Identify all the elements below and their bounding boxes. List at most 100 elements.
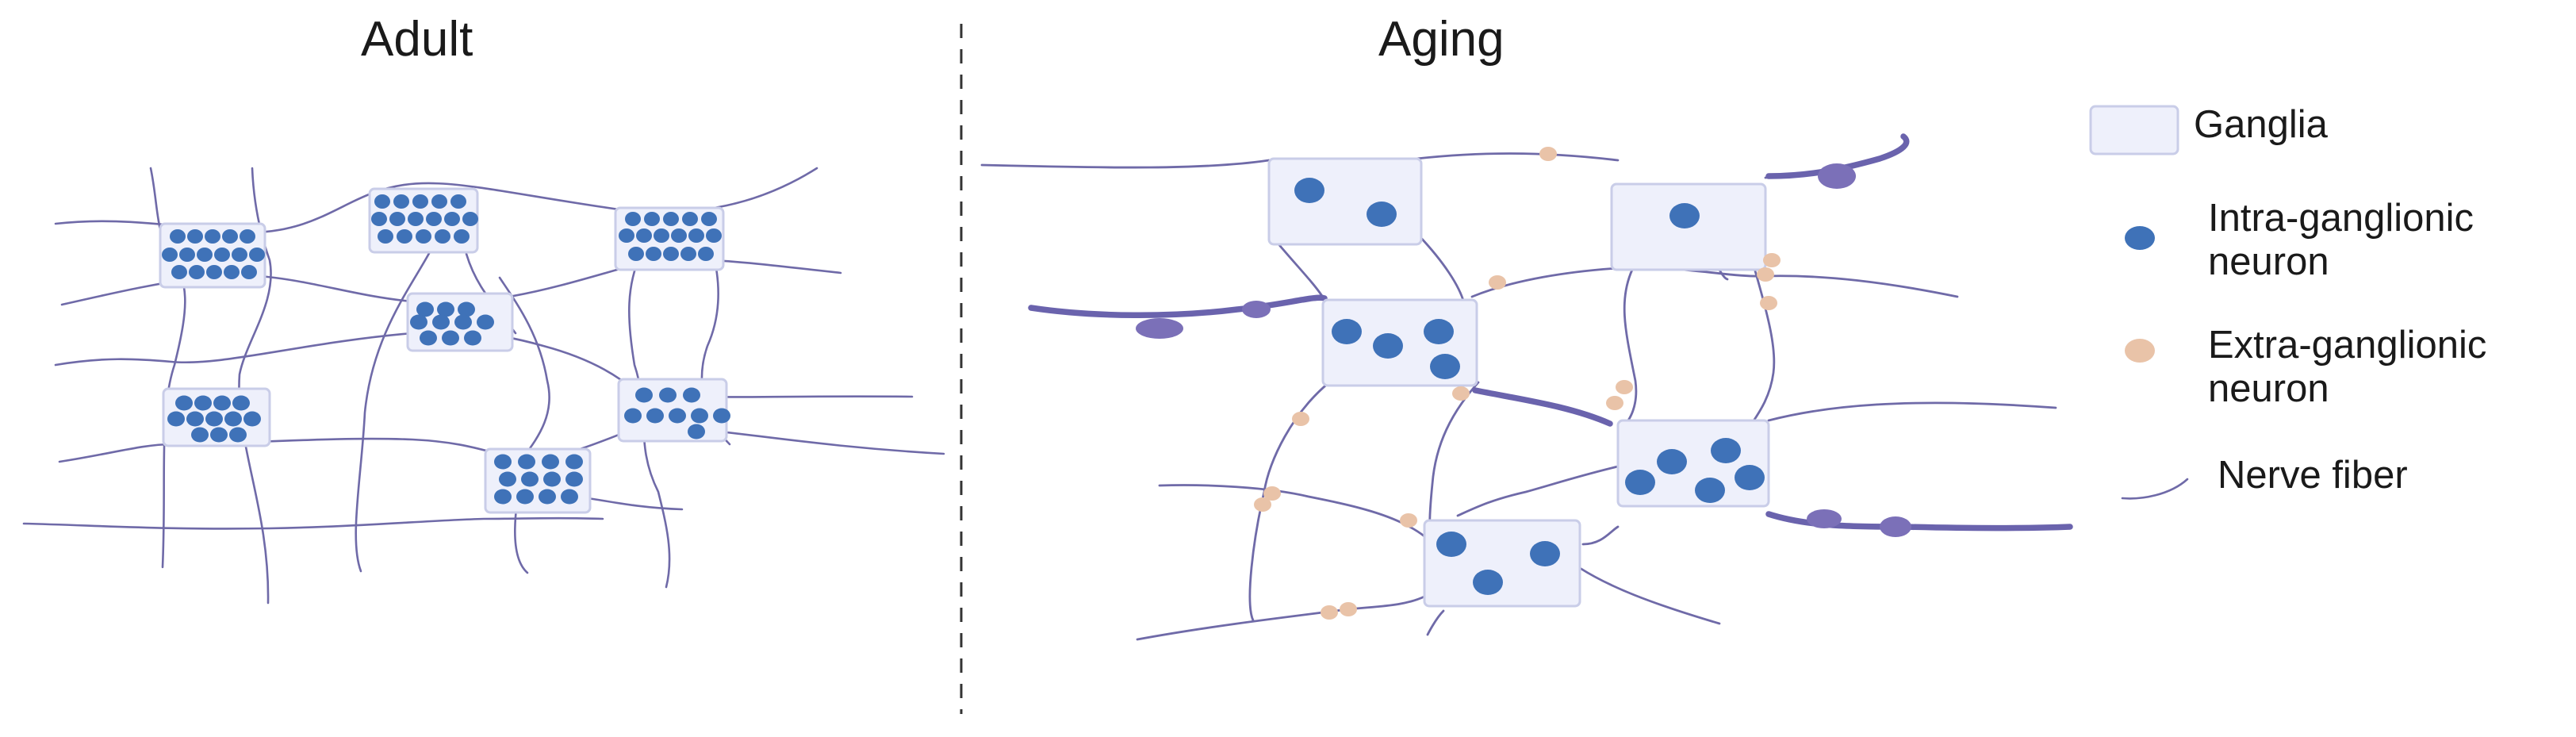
adult-nerve-fiber-9	[355, 246, 434, 573]
aging-ganglion-4-neuron	[1695, 478, 1725, 503]
aging-ganglion-5-neuron	[1436, 532, 1466, 557]
adult-ganglion-2-neuron	[374, 194, 390, 209]
adult-ganglion-4-neuron	[458, 301, 475, 317]
extra-ganglionic-neuron-9	[1292, 412, 1309, 426]
adult-ganglion-6-neuron	[683, 387, 700, 403]
adult-ganglion-2-neuron	[426, 212, 442, 226]
adult-ganglion-6-neuron	[691, 408, 708, 424]
adult-ganglion-2-neuron	[435, 229, 450, 244]
adult-ganglion-5-neuron	[210, 427, 228, 443]
adult-ganglion-2-neuron	[371, 212, 387, 226]
adult-ganglion-7-neuron	[521, 471, 539, 487]
aging-panel-title: Aging	[1378, 12, 1505, 67]
adult-ganglion-7-neuron	[561, 489, 578, 505]
legend-ganglia-swatch	[2089, 105, 2179, 155]
adult-ganglion-2-neuron	[397, 229, 412, 244]
aging-thick-fiber-3	[1472, 387, 1613, 427]
extra-ganglionic-neuron-5	[1489, 275, 1506, 290]
adult-ganglion-2-neuron	[462, 212, 478, 226]
adult-ganglion-1-neuron	[197, 248, 213, 262]
extra-ganglionic-neuron-12	[1400, 513, 1417, 528]
aging-thick-fiber-1	[1028, 294, 1328, 319]
aging-ganglion-1-neuron	[1367, 202, 1397, 227]
adult-ganglion-3-neuron	[698, 247, 714, 261]
aging-nerve-fiber-16	[1578, 566, 1721, 625]
extra-ganglionic-neuron-7	[1606, 396, 1623, 410]
legend-label-extra-line2: neuron	[2208, 367, 2329, 410]
adult-ganglion-7-neuron	[494, 454, 512, 470]
aging-ganglion-5-neuron	[1530, 541, 1560, 566]
adult-ganglion-3-neuron	[663, 247, 679, 261]
adult-ganglion-2-neuron	[444, 212, 460, 226]
adult-ganglion-1-neuron	[170, 229, 186, 244]
adult-ganglion-6-neuron	[624, 408, 642, 424]
adult-ganglion-3-neuron	[619, 228, 634, 243]
legend-symbols	[2089, 105, 2189, 500]
adult-ganglion-2-neuron	[450, 194, 466, 209]
aging-nerve-fiber-15	[1136, 595, 1426, 641]
adult-ganglion-4-neuron	[464, 330, 481, 346]
adult-ganglion-5-neuron	[191, 427, 209, 443]
adult-ganglion-6-neuron	[635, 387, 653, 403]
adult-ganglion-6-neuron	[669, 408, 686, 424]
adult-ganglion-4-neuron	[454, 314, 472, 330]
nerve-varicosity-3	[1818, 163, 1856, 189]
nerve-fiber-layer	[22, 24, 2057, 714]
adult-ganglion-2-neuron	[454, 229, 470, 244]
aging-ganglion-4-neuron	[1735, 465, 1765, 490]
legend-label-nerve-fiber: Nerve fiber	[2218, 454, 2408, 497]
adult-ganglion-3-neuron	[625, 212, 641, 226]
adult-ganglion-5-neuron	[205, 411, 223, 427]
adult-ganglion-1-neuron	[249, 248, 265, 262]
aging-nerve-fiber-9	[1767, 401, 2057, 422]
adult-ganglion-6-neuron	[713, 408, 730, 424]
extra-ganglionic-neuron-2	[1763, 253, 1781, 267]
aging-nerve-fiber-5	[1418, 235, 1466, 305]
adult-ganglion-2-neuron	[378, 229, 393, 244]
aging-nerve-fiber-6	[1470, 266, 1959, 298]
adult-ganglion-5-neuron	[175, 395, 193, 411]
aging-ganglion-3-neuron	[1373, 333, 1403, 359]
aging-ganglion-4-neuron	[1711, 438, 1741, 463]
adult-ganglion-7-neuron	[565, 454, 583, 470]
neuron-layer	[162, 147, 1781, 620]
adult-ganglion-3-neuron	[671, 228, 687, 243]
adult-ganglion-1-neuron	[224, 265, 240, 279]
adult-ganglion-1-neuron	[222, 229, 238, 244]
adult-ganglion-6-neuron	[688, 424, 705, 440]
aging-ganglion-4-neuron	[1657, 449, 1687, 474]
adult-ganglion-7-neuron	[499, 471, 516, 487]
adult-ganglion-4-neuron	[416, 301, 434, 317]
adult-ganglion-1-neuron	[214, 248, 230, 262]
adult-ganglion-1-neuron	[240, 229, 255, 244]
ganglia-layer	[159, 157, 1770, 608]
adult-ganglion-3-neuron	[706, 228, 722, 243]
adult-ganglion-3-neuron	[688, 228, 704, 243]
adult-ganglion-7-neuron	[565, 471, 583, 487]
aging-nerve-fiber-8	[1751, 267, 1776, 424]
aging-ganglion-3-neuron	[1332, 319, 1362, 344]
nerve-varicosity-2	[1242, 301, 1271, 318]
nerve-varicosity-5	[1880, 516, 1911, 537]
adult-ganglion-2-neuron	[431, 194, 447, 209]
adult-ganglion-7-neuron	[539, 489, 556, 505]
adult-ganglion-1-neuron	[162, 248, 178, 262]
adult-ganglion-3-neuron	[663, 212, 679, 226]
adult-ganglion-7-neuron	[494, 489, 512, 505]
aging-ganglion-3-neuron	[1424, 319, 1454, 344]
legend-intra-neuron-icon	[2125, 226, 2155, 250]
extra-ganglionic-neuron-1	[1539, 147, 1557, 161]
adult-ganglion-4-neuron	[420, 330, 437, 346]
aging-ganglion-5-neuron	[1473, 570, 1503, 595]
aging-ganglion-2-neuron	[1669, 203, 1700, 228]
adult-ganglion-2-neuron	[408, 212, 424, 226]
nerve-varicosity-1	[1136, 318, 1183, 339]
adult-ganglion-1-neuron	[179, 248, 195, 262]
extra-ganglionic-neuron-8	[1452, 386, 1470, 401]
aging-nerve-fiber-1	[980, 159, 1271, 169]
adult-ganglion-4-neuron	[442, 330, 459, 346]
adult-ganglion-5-neuron	[213, 395, 231, 411]
adult-ganglion-1-neuron	[171, 265, 187, 279]
